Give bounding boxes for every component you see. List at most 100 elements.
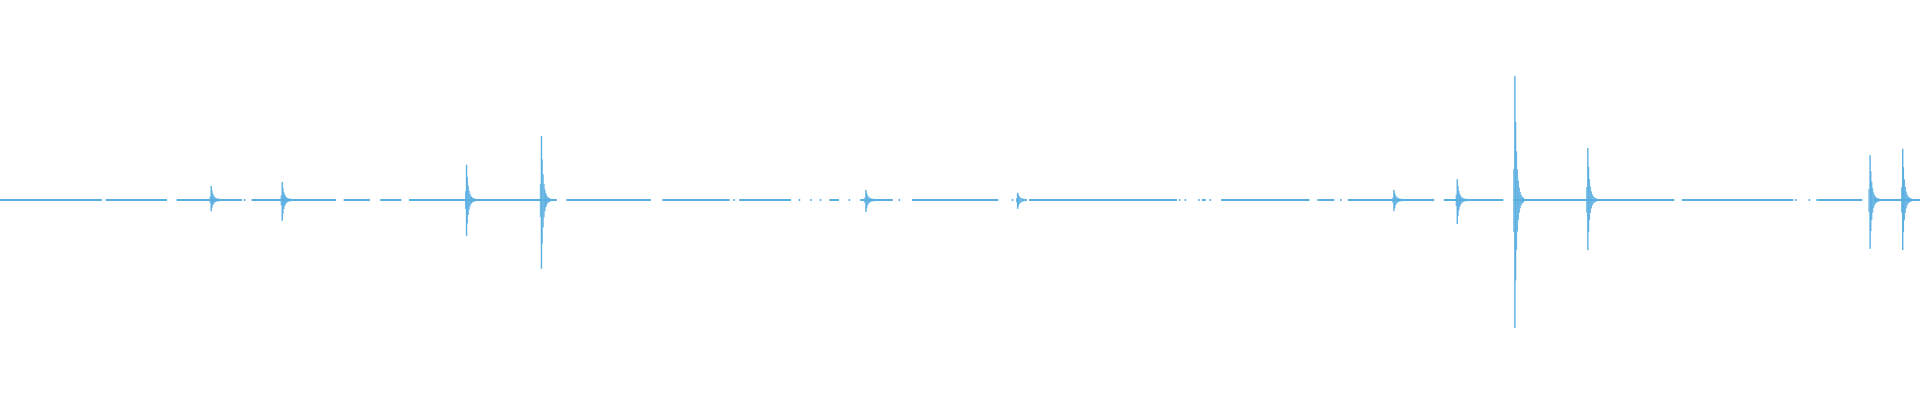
- waveform-dot: [775, 199, 778, 201]
- waveform-dot: [666, 199, 668, 201]
- waveform-dot: [1071, 199, 1073, 201]
- waveform-dot: [1096, 199, 1098, 201]
- waveform-dot: [848, 199, 851, 201]
- waveform-segment: [829, 199, 839, 201]
- waveform-dot: [1198, 199, 1200, 201]
- waveform-segment: [1347, 199, 1435, 201]
- waveform-segment: [1818, 199, 1863, 201]
- waveform-segment: [176, 199, 242, 201]
- waveform-dot: [1816, 199, 1818, 201]
- waveform-dot: [1624, 199, 1626, 201]
- waveform-dot: [1209, 199, 1212, 201]
- waveform-dot: [1178, 199, 1181, 201]
- waveform-segment: [1873, 199, 1920, 201]
- waveform-peak: [1455, 179, 1467, 224]
- waveform-dot: [1054, 199, 1056, 201]
- waveform-dot: [733, 199, 735, 201]
- waveform-dot: [1061, 199, 1064, 201]
- waveform-dot: [1317, 199, 1319, 201]
- waveform-dot: [810, 199, 812, 201]
- waveform-dot: [1445, 199, 1448, 201]
- waveform-segment: [1319, 199, 1335, 201]
- waveform-dot: [1430, 199, 1432, 201]
- waveform-dot: [1768, 199, 1770, 201]
- waveform-dot: [712, 199, 714, 201]
- waveform-dot: [1332, 199, 1334, 201]
- waveform-dot: [359, 199, 361, 201]
- waveform-peak: [1868, 155, 1880, 249]
- waveform-dot: [243, 199, 246, 201]
- waveform-segment: [251, 199, 336, 201]
- waveform-segment: [860, 199, 893, 201]
- waveform-segment: [1681, 199, 1794, 201]
- waveform-peak: [1392, 190, 1404, 212]
- waveform-dot: [1301, 199, 1304, 201]
- waveform-dot: [1184, 199, 1187, 201]
- waveform-segment: [1201, 199, 1206, 201]
- waveform-dot: [1034, 199, 1037, 201]
- waveform-dot: [387, 199, 390, 201]
- waveform-dot: [702, 199, 705, 201]
- waveform-dot: [368, 199, 371, 201]
- waveform-peak: [1513, 76, 1525, 328]
- waveform-dot: [1340, 199, 1342, 201]
- waveform-segment: [912, 199, 999, 201]
- waveform-dot: [107, 199, 109, 201]
- waveform-peak: [864, 190, 876, 212]
- waveform-dot: [226, 199, 229, 201]
- waveform-dot: [1324, 199, 1327, 201]
- waveform-segment: [566, 199, 651, 201]
- waveform-dot: [693, 199, 695, 201]
- waveform-dot: [798, 199, 801, 201]
- waveform-segment: [105, 199, 167, 201]
- waveform-segment: [1029, 199, 1177, 201]
- waveform-dot: [1528, 199, 1530, 201]
- waveform-dot: [1643, 199, 1645, 201]
- waveform-dot: [1536, 199, 1538, 201]
- waveform-peak: [280, 182, 292, 221]
- waveform-dot: [1011, 199, 1014, 201]
- waveform-dot: [1292, 199, 1294, 201]
- waveform-dot: [38, 199, 40, 201]
- waveform-dot: [675, 199, 678, 201]
- waveform-dot: [353, 199, 355, 201]
- waveform-dot: [1257, 199, 1260, 201]
- waveform-dot: [86, 199, 88, 201]
- waveform-dot: [1084, 199, 1087, 201]
- waveform-dot: [1854, 199, 1857, 201]
- waveform-peak: [209, 186, 221, 212]
- waveform-segment: [343, 199, 369, 201]
- waveform-dot: [721, 199, 724, 201]
- waveform-dot: [898, 199, 901, 201]
- waveform-segment: [0, 199, 102, 201]
- waveform-peak: [1016, 192, 1028, 209]
- waveform-dot: [190, 199, 192, 201]
- waveform-peak: [539, 136, 551, 269]
- waveform-peak: [464, 164, 477, 236]
- waveform-dot: [265, 199, 267, 201]
- waveform-dot: [1046, 199, 1048, 201]
- waveform-dot: [925, 199, 927, 201]
- waveform-peak: [1901, 148, 1913, 250]
- waveform-peak: [1586, 148, 1598, 250]
- waveform-dot: [1662, 199, 1665, 201]
- waveform-segment: [1221, 199, 1310, 201]
- waveform-segment: [739, 199, 791, 201]
- waveform-dot: [1672, 199, 1674, 201]
- waveform-dot: [938, 199, 941, 201]
- waveform-dot: [1248, 199, 1250, 201]
- waveform-dot: [1029, 199, 1031, 201]
- waveform-dot: [766, 199, 768, 201]
- waveform-dot: [1808, 199, 1811, 201]
- waveform-segment: [1443, 199, 1504, 201]
- waveform-dot: [1532, 199, 1534, 201]
- waveform-dot: [99, 199, 102, 201]
- waveform-segment: [380, 199, 402, 201]
- waveform-dot: [819, 199, 822, 201]
- waveform-segment: [662, 199, 730, 201]
- waveform-dot: [220, 199, 223, 201]
- waveform-segment: [409, 199, 557, 201]
- waveform-dot: [1758, 199, 1761, 201]
